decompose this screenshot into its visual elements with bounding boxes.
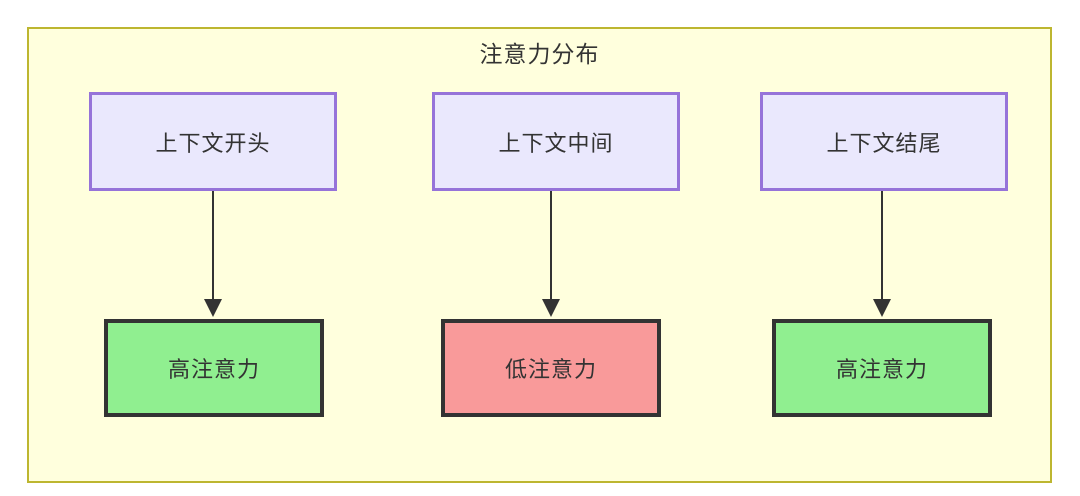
node-context-end[interactable]: 上下文结尾 <box>760 92 1008 191</box>
node-context-middle-label: 上下文中间 <box>498 130 614 156</box>
node-context-start[interactable]: 上下文开头 <box>89 92 337 191</box>
node-attention-end-label: 高注意力 <box>835 357 928 382</box>
node-attention-start-label: 高注意力 <box>167 357 260 382</box>
node-attention-start[interactable]: 高注意力 <box>104 319 324 417</box>
node-context-start-label: 上下文开头 <box>155 130 271 156</box>
subgraph-title: 注意力分布 <box>479 41 600 67</box>
node-context-end-label: 上下文结尾 <box>826 130 942 156</box>
node-attention-end[interactable]: 高注意力 <box>772 319 992 417</box>
node-attention-middle-label: 低注意力 <box>504 357 597 382</box>
node-context-middle[interactable]: 上下文中间 <box>432 92 680 191</box>
node-attention-middle[interactable]: 低注意力 <box>441 319 661 417</box>
